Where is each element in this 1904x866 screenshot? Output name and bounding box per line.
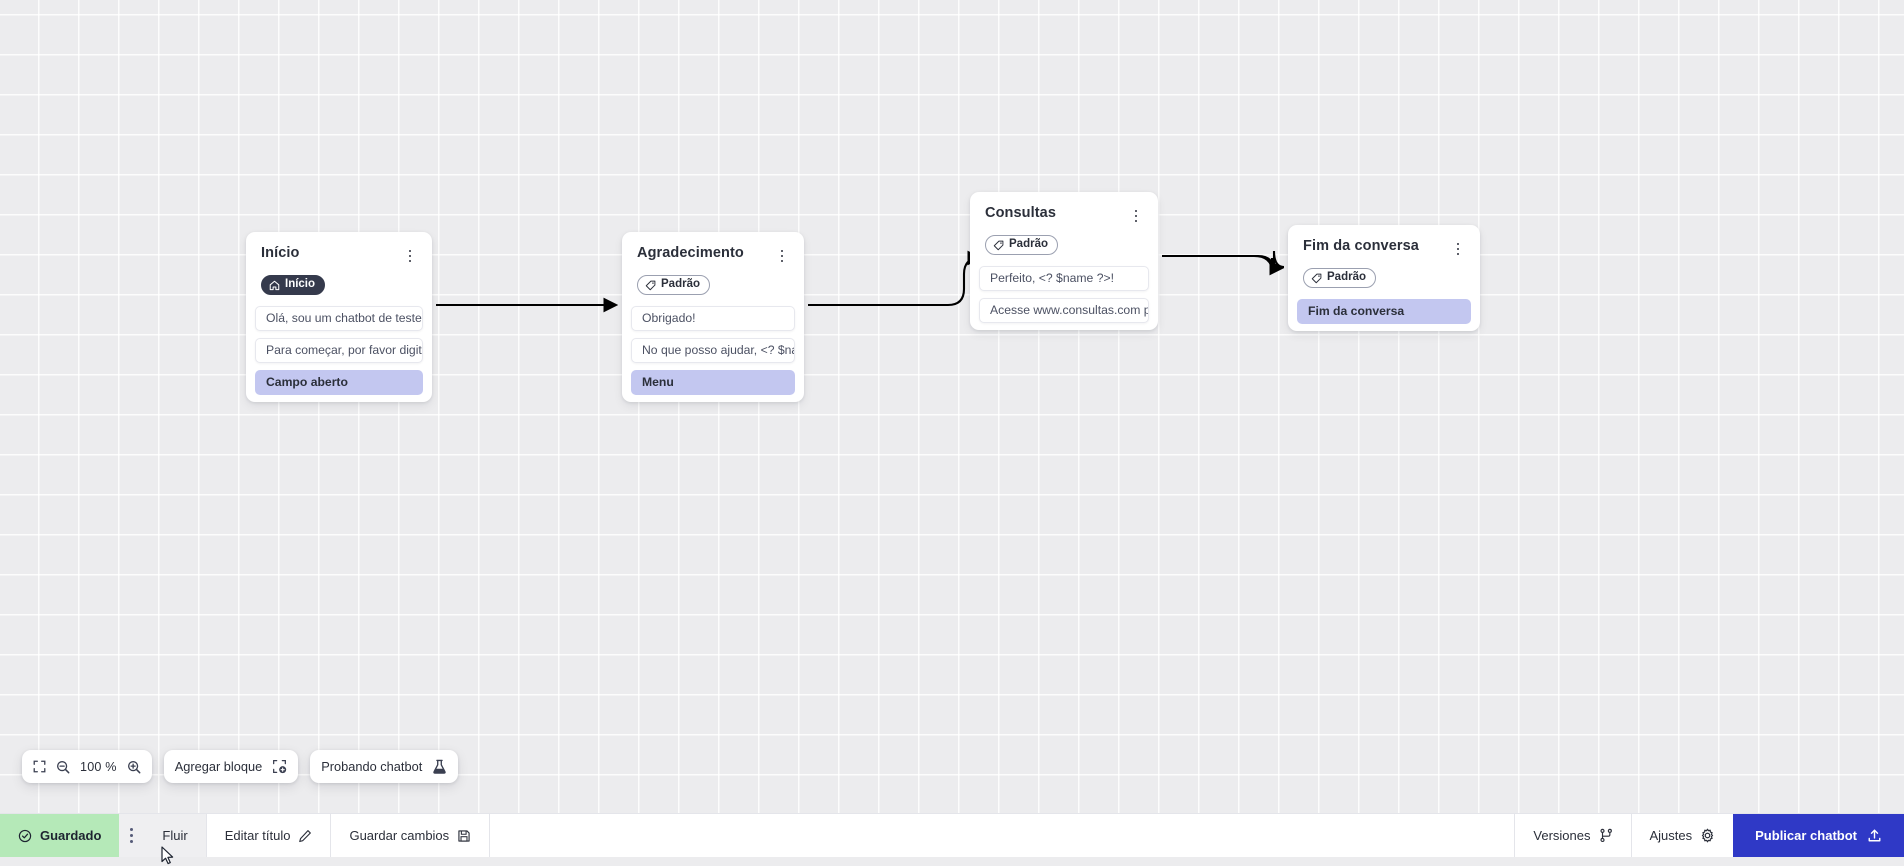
save-changes-button[interactable]: Guardar cambios bbox=[331, 814, 490, 857]
node-badge-row: Padrão bbox=[1288, 259, 1480, 299]
branch-icon bbox=[1599, 828, 1613, 843]
node-header: Agradecimento bbox=[622, 232, 804, 266]
flow-canvas[interactable]: Início Início Olá, sou um chatbot de tes… bbox=[0, 0, 1904, 813]
settings-label: Ajustes bbox=[1650, 828, 1693, 843]
settings-button[interactable]: Ajustes bbox=[1631, 814, 1734, 857]
node-badge-padrao[interactable]: Padrão bbox=[985, 235, 1058, 255]
node-menu-icon[interactable] bbox=[401, 246, 419, 266]
tag-icon bbox=[993, 240, 1004, 251]
flow-options-kebab-icon[interactable] bbox=[119, 814, 144, 857]
node-row-message[interactable]: No que posso ajudar, <? $name ... bbox=[631, 338, 795, 363]
flow-node-agradecimento[interactable]: Agradecimento Padrão Obrigado! No que po… bbox=[622, 232, 804, 402]
node-badge-padrao[interactable]: Padrão bbox=[1303, 268, 1376, 288]
status-bar-spacer bbox=[490, 814, 1514, 857]
node-row-message[interactable]: Perfeito, <? $name ?>! bbox=[979, 266, 1149, 291]
edge-consultas-fim bbox=[1162, 251, 1284, 272]
node-title: Consultas bbox=[985, 205, 1056, 222]
edge-agradecimento-consultas bbox=[808, 258, 980, 305]
node-menu-icon[interactable] bbox=[773, 246, 791, 266]
flow-node-consultas[interactable]: Consultas Padrão Perfeito, <? $name ?>! … bbox=[970, 192, 1158, 330]
edge-consultas-fim-visible bbox=[1162, 256, 1282, 272]
zoom-level-label: 100 % bbox=[80, 760, 117, 774]
upload-icon bbox=[1867, 828, 1882, 843]
edge-layer bbox=[0, 0, 1904, 813]
row-text: Olá, sou um chatbot de teste! bbox=[266, 311, 423, 326]
node-badge-label: Padrão bbox=[1009, 239, 1048, 251]
flow-node-inicio[interactable]: Início Início Olá, sou um chatbot de tes… bbox=[246, 232, 432, 402]
node-row-message[interactable]: Obrigado! bbox=[631, 306, 795, 331]
node-menu-icon[interactable] bbox=[1127, 206, 1145, 226]
tag-icon bbox=[1311, 273, 1322, 284]
flask-icon bbox=[432, 759, 447, 775]
fit-screen-icon[interactable] bbox=[33, 760, 46, 773]
status-bar-left: Guardado Fluir Editar título Guardar cam… bbox=[0, 814, 490, 857]
node-rows: Perfeito, <? $name ?>! Acesse www.consul… bbox=[970, 266, 1158, 324]
row-text: Campo aberto bbox=[266, 375, 348, 390]
row-text: Fim da conversa bbox=[1308, 304, 1404, 319]
node-badge-row: Padrão bbox=[970, 226, 1158, 266]
edit-title-label: Editar título bbox=[225, 828, 291, 843]
node-badge-row: Início bbox=[246, 266, 432, 306]
test-chatbot-label: Probando chatbot bbox=[321, 759, 422, 774]
node-row-action[interactable]: Menu bbox=[631, 370, 795, 395]
tab-fluir[interactable]: Fluir bbox=[144, 814, 206, 857]
node-rows: Fim da conversa bbox=[1288, 299, 1480, 324]
node-badge-padrao[interactable]: Padrão bbox=[637, 275, 710, 295]
row-text: Acesse www.consultas.com par... bbox=[990, 303, 1149, 318]
node-rows: Obrigado! No que posso ajudar, <? $name … bbox=[622, 306, 804, 396]
zoom-out-icon[interactable] bbox=[56, 760, 70, 774]
node-menu-icon[interactable] bbox=[1449, 239, 1467, 259]
row-text: Para começar, por favor digite o ... bbox=[266, 343, 423, 358]
node-row-action[interactable]: Fim da conversa bbox=[1297, 299, 1471, 324]
row-text: Menu bbox=[642, 375, 674, 390]
row-text: No que posso ajudar, <? $name ... bbox=[642, 343, 795, 358]
home-icon bbox=[269, 280, 280, 291]
pencil-icon bbox=[298, 829, 312, 843]
test-chatbot-button[interactable]: Probando chatbot bbox=[310, 750, 458, 783]
node-row-action[interactable]: Campo aberto bbox=[255, 370, 423, 395]
node-header: Fim da conversa bbox=[1288, 225, 1480, 259]
gear-icon bbox=[1700, 828, 1715, 843]
floppy-disk-icon bbox=[457, 829, 471, 843]
flow-node-fim-da-conversa[interactable]: Fim da conversa Padrão Fim da conversa bbox=[1288, 225, 1480, 331]
tag-icon bbox=[645, 280, 656, 291]
zoom-in-icon[interactable] bbox=[127, 760, 141, 774]
node-badge-label: Início bbox=[285, 279, 315, 291]
add-block-label: Agregar bloque bbox=[175, 759, 263, 774]
node-row-message[interactable]: Para começar, por favor digite o ... bbox=[255, 338, 423, 363]
node-title: Agradecimento bbox=[637, 245, 744, 262]
edit-title-button[interactable]: Editar título bbox=[207, 814, 332, 857]
node-badge-inicio[interactable]: Início bbox=[261, 275, 325, 295]
node-header: Início bbox=[246, 232, 432, 266]
node-title: Fim da conversa bbox=[1303, 238, 1419, 255]
bottom-status-bar: Guardado Fluir Editar título Guardar cam… bbox=[0, 813, 1904, 857]
node-row-message[interactable]: Olá, sou um chatbot de teste! bbox=[255, 306, 423, 331]
publish-chatbot-button[interactable]: Publicar chatbot bbox=[1733, 814, 1904, 857]
check-circle-icon bbox=[18, 829, 32, 843]
status-badge-saved: Guardado bbox=[0, 814, 119, 857]
row-text: Obrigado! bbox=[642, 311, 696, 326]
row-text: Perfeito, <? $name ?>! bbox=[990, 271, 1114, 286]
node-header: Consultas bbox=[970, 192, 1158, 226]
node-badge-row: Padrão bbox=[622, 266, 804, 306]
saved-label: Guardado bbox=[40, 828, 101, 843]
zoom-controls: 100 % bbox=[22, 750, 152, 783]
tab-fluir-label: Fluir bbox=[162, 828, 187, 843]
node-rows: Olá, sou um chatbot de teste! Para começ… bbox=[246, 306, 432, 396]
status-bar-right: Versiones Ajustes Publicar chatbot bbox=[1514, 814, 1904, 857]
node-row-message[interactable]: Acesse www.consultas.com par... bbox=[979, 298, 1149, 323]
versions-button[interactable]: Versiones bbox=[1514, 814, 1630, 857]
node-title: Início bbox=[261, 245, 299, 262]
add-block-button[interactable]: Agregar bloque bbox=[164, 750, 299, 783]
add-block-icon bbox=[272, 759, 287, 774]
canvas-toolbar: 100 % Agregar bloque Prob bbox=[22, 750, 458, 783]
versions-label: Versiones bbox=[1533, 828, 1590, 843]
save-changes-label: Guardar cambios bbox=[349, 828, 449, 843]
publish-label: Publicar chatbot bbox=[1755, 828, 1857, 843]
node-badge-label: Padrão bbox=[661, 279, 700, 291]
node-badge-label: Padrão bbox=[1327, 272, 1366, 284]
